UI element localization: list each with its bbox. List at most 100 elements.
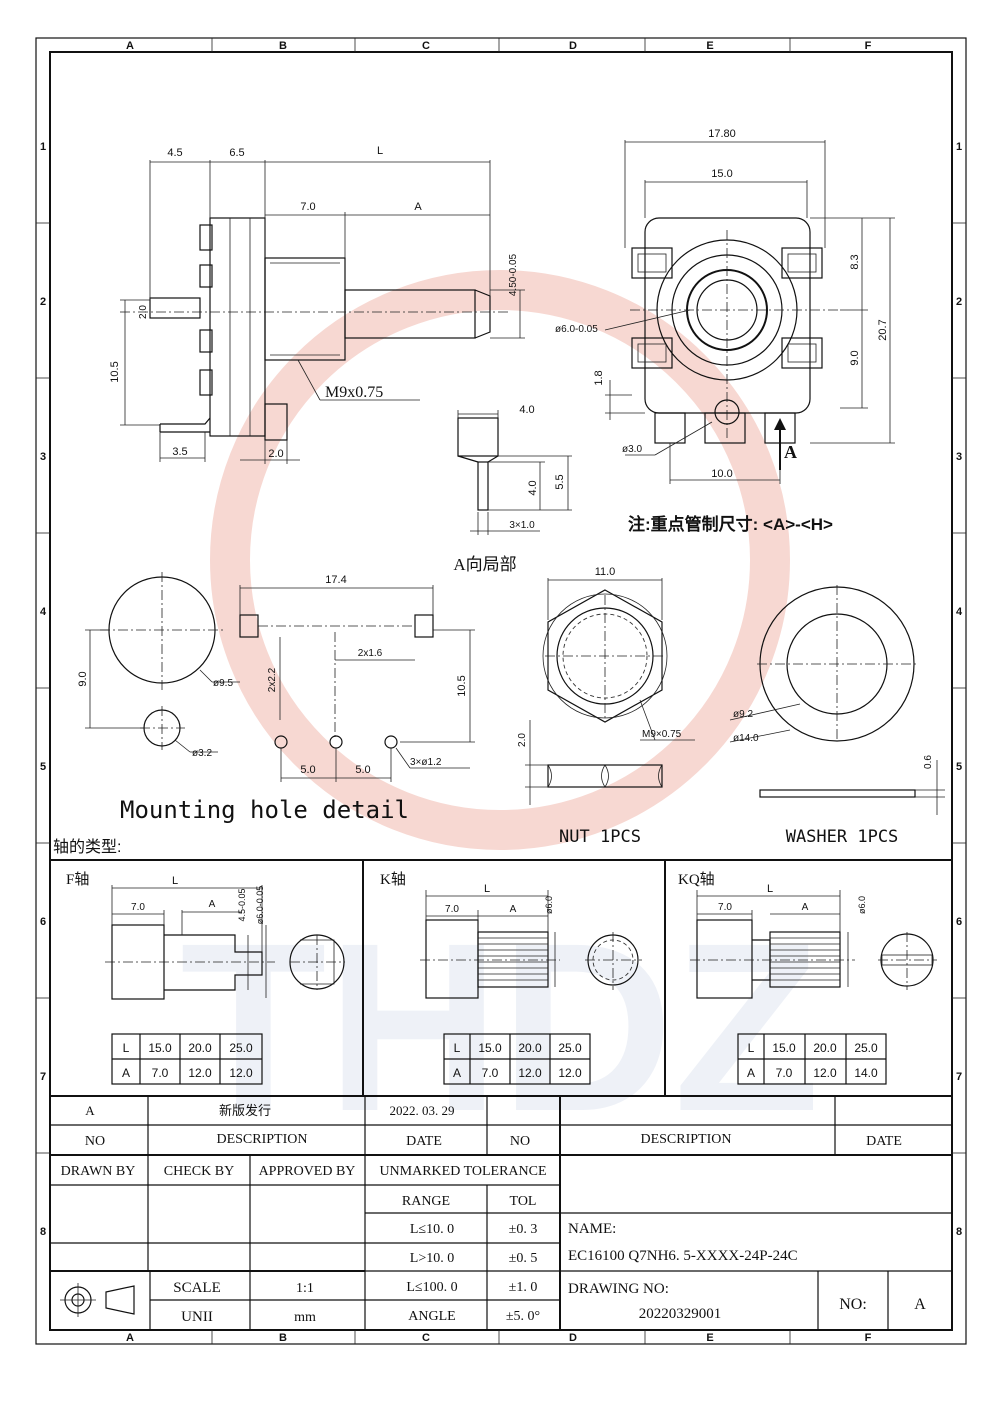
inner-frame — [49, 51, 953, 1331]
table-cell: 25.0 — [229, 1041, 253, 1055]
dim-label: 7.0 — [131, 902, 145, 913]
col-label: E — [706, 1332, 713, 1344]
mounting-title: Mounting hole detail — [120, 796, 409, 824]
dim-label: 17.4 — [325, 574, 346, 586]
dim-label: 17.80 — [708, 128, 736, 140]
dim-label: 2.0 — [517, 733, 528, 747]
dim-label: L — [172, 875, 178, 887]
dim-label: 7.0 — [445, 904, 459, 915]
dim-label: 2x1.6 — [358, 648, 383, 659]
shaft-panel-f: F轴 L 7.0 A 4.5-0.05 ø6.0-0.05 — [66, 871, 345, 1000]
date-header: DATE — [406, 1134, 442, 1149]
row-label: 8 — [40, 1226, 46, 1238]
rev-description: 新版发行 — [219, 1103, 271, 1118]
dim-label: A — [510, 904, 517, 915]
table-cell: A — [747, 1066, 755, 1080]
no-header: NO — [510, 1134, 530, 1149]
control-note: 注:重点管制尺寸: <A>-<H> — [628, 514, 833, 534]
shaft-table-f: L 15.0 20.0 25.0 A 7.0 12.0 12.0 — [111, 1033, 263, 1085]
row-label: 5 — [956, 761, 962, 773]
tol-value: ±1. 0 — [509, 1280, 538, 1295]
description-header: DESCRIPTION — [640, 1132, 731, 1147]
shaft-name: KQ轴 — [678, 871, 715, 888]
table-cell: A — [122, 1066, 130, 1080]
shaft-types-heading: 轴的类型: — [53, 838, 121, 856]
drawing-no-value: 20220329001 — [639, 1306, 722, 1322]
dim-label: 3.5 — [172, 446, 187, 458]
dim-label: 8.3 — [849, 254, 861, 269]
drawn-by-label: DRAWN BY — [61, 1164, 136, 1179]
row-label: 4 — [956, 606, 963, 618]
row-label: 8 — [956, 1226, 962, 1238]
table-cell: 12.0 — [518, 1066, 542, 1080]
shaft-panel-k: K轴 L 7.0 A ø6.0 — [380, 871, 642, 999]
row-label: 1 — [40, 141, 46, 153]
dim-label: ø9.5 — [213, 678, 233, 689]
col-label: B — [279, 1332, 287, 1344]
table-cell: 12.0 — [229, 1066, 253, 1080]
table-cell: 20.0 — [188, 1041, 212, 1055]
dim-label: ø3.0 — [622, 444, 642, 455]
tol-value: ±5. 0° — [506, 1309, 540, 1324]
dim-label: 20.7 — [877, 319, 889, 340]
dim-label: ø6.0-0.05 — [555, 324, 598, 335]
table-cell: 14.0 — [854, 1066, 878, 1080]
row-label: 5 — [40, 761, 46, 773]
table-cell: L — [748, 1041, 755, 1055]
approved-by-label: APPROVED BY — [259, 1164, 356, 1179]
dim-label: 4.5 — [167, 147, 182, 159]
a-view-label: A向局部 — [453, 555, 516, 574]
dim-label: 1.8 — [593, 370, 605, 385]
dim-label: 5.5 — [554, 474, 566, 489]
no-header: NO — [85, 1134, 105, 1149]
table-cell: 7.0 — [482, 1066, 499, 1080]
dim-label: ø9.2 — [733, 709, 753, 720]
dim-label: L — [377, 145, 383, 157]
dim-label: 10.5 — [456, 675, 468, 696]
row-label: 2 — [40, 296, 46, 308]
col-label: D — [569, 40, 577, 52]
dim-label: 0.6 — [923, 755, 934, 769]
dim-label: 4.5-0.05 — [237, 888, 247, 921]
table-cell: 25.0 — [558, 1041, 582, 1055]
dim-label: 3×1.0 — [509, 520, 535, 531]
mounting-hole-detail: 9.0 ø9.5 ø3.2 17.4 2x2.2 2x1.6 10.5 5.0 … — [77, 572, 475, 824]
col-label: A — [126, 40, 134, 52]
dim-label: 6.5 — [229, 147, 244, 159]
range-value: ANGLE — [408, 1309, 455, 1324]
row-label: 2 — [956, 296, 962, 308]
table-cell: L — [123, 1041, 130, 1055]
rev-date: 2022. 03. 29 — [390, 1103, 455, 1118]
unit-label: UNII — [181, 1309, 213, 1325]
nut-drawing: 11.0 M9×0.75 2.0 NUT 1PCS — [517, 566, 695, 847]
scale-label: SCALE — [173, 1280, 221, 1296]
no-value: A — [914, 1296, 926, 1313]
washer-label: WASHER 1PCS — [786, 827, 899, 847]
dim-label: 7.0 — [718, 902, 732, 913]
a-view-detail: 4.0 5.5 4.0 3×1.0 A向局部 — [453, 404, 572, 574]
view-arrow-label: A — [784, 442, 797, 462]
dim-label: ø6.0 — [857, 896, 867, 914]
dim-label: 5.0 — [300, 764, 315, 776]
thread-label: M9x0.75 — [325, 384, 383, 401]
table-cell: 12.0 — [558, 1066, 582, 1080]
col-label: C — [422, 1332, 430, 1344]
row-label: 7 — [40, 1071, 46, 1083]
side-view: 4.5 6.5 L 7.0 A 4.50-0.05 10.5 2.0 M9x0.… — [109, 145, 525, 464]
dim-label: 10.5 — [109, 361, 121, 382]
row-label: 6 — [40, 916, 46, 928]
row-label: 7 — [956, 1071, 962, 1083]
range-header: RANGE — [402, 1194, 450, 1209]
tol-value: ±0. 5 — [509, 1251, 538, 1266]
drawing-no-label: DRAWING NO: — [568, 1281, 669, 1297]
shaft-name: F轴 — [66, 871, 89, 888]
dim-label: 4.0 — [519, 404, 534, 416]
dim-label: L — [767, 883, 773, 895]
col-label: D — [569, 1332, 577, 1344]
col-label: B — [279, 40, 287, 52]
dim-label: 9.0 — [849, 350, 861, 365]
shaft-table-k: L 15.0 20.0 25.0 A 7.0 12.0 12.0 — [443, 1033, 591, 1085]
shaft-table-kq: L 15.0 20.0 25.0 A 7.0 12.0 14.0 — [737, 1033, 887, 1085]
scale-value: 1:1 — [296, 1281, 314, 1296]
